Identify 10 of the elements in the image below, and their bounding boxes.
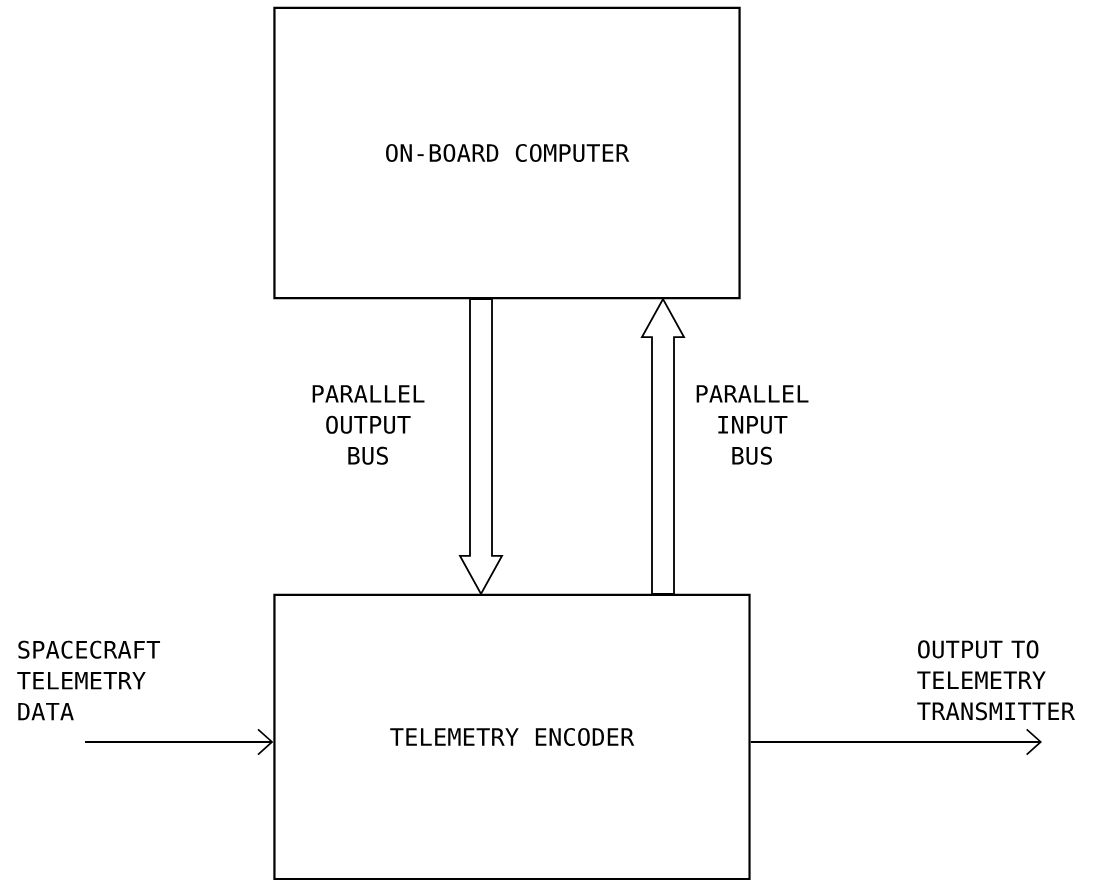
arrow [749,728,1042,756]
edge-label: SPACECRAFT TELEMETRY DATA [17,640,161,721]
block-box: ON-BOARD COMPUTER [273,6,741,300]
edge-label: OUTPUT TO TELEMETRY TRANSMITTER [917,640,1075,721]
bus-arrow [640,297,686,595]
bus-arrow [458,298,504,596]
edge-label: PARALLEL INPUT BUS [696,385,809,465]
block-box: TELEMETRY ENCODER [273,593,751,880]
arrow [84,728,274,756]
edge-label: PARALLEL OUTPUT BUS [312,385,425,465]
